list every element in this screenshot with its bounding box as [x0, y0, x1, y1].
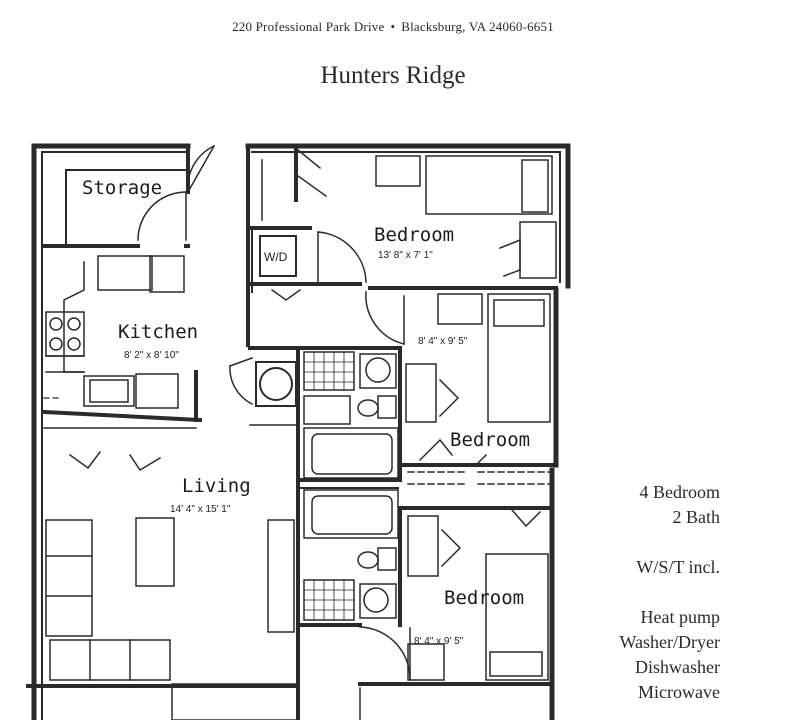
- storage-label: Storage: [82, 177, 162, 199]
- bedroom-2-furniture: [405, 293, 551, 485]
- living-dims: 14' 4" x 15' 1": [170, 504, 231, 515]
- bedroom-2-label: Bedroom: [450, 429, 530, 451]
- kitchen-label: Kitchen: [118, 321, 198, 343]
- address-city: Blacksburg, VA 24060-6651: [401, 19, 554, 34]
- wd-label: W/D: [264, 250, 288, 264]
- storage-walls: [65, 169, 187, 245]
- bedroom-count: 4 Bedroom: [639, 482, 721, 502]
- amenity-dishwasher: Dishwasher: [635, 657, 720, 677]
- bullet-separator: •: [390, 19, 396, 34]
- amenity-heat-pump: Heat pump: [640, 607, 720, 627]
- bedroom-1-dims: 13' 8" x 7' 1": [378, 250, 433, 261]
- property-title: Hunters Ridge: [320, 62, 466, 89]
- utilities-included: W/S/T incl.: [636, 557, 720, 577]
- stove-burners: [49, 317, 81, 351]
- bedroom-2-dims: 8' 4" x 9' 5": [418, 336, 468, 347]
- kitchen-counters: [45, 255, 185, 409]
- living-label: Living: [182, 475, 251, 497]
- door-swings: [68, 144, 542, 720]
- bedroom-1-furniture: [261, 155, 557, 279]
- living-furniture: [43, 427, 299, 720]
- bath-count: 2 Bath: [672, 507, 721, 527]
- bedroom-3-dims: 8' 4" x 9' 5": [414, 636, 464, 647]
- exterior-walls: [31, 143, 571, 720]
- bathroom-1: [303, 351, 399, 479]
- bedroom-1-label: Bedroom: [374, 224, 454, 246]
- kitchen-dims: 8' 2" x 8' 10": [124, 350, 179, 361]
- amenity-microwave: Microwave: [638, 682, 720, 702]
- bathroom-2: [303, 489, 399, 621]
- amenity-washer-dryer: Washer/Dryer: [619, 632, 720, 652]
- property-address: 220 Professional Park Drive • Blacksburg, …: [0, 19, 786, 35]
- interior-walls: [26, 144, 558, 720]
- features-list: 4 Bedroom 2 Bath W/S/T incl. Heat pump W…: [619, 480, 720, 705]
- bedroom-3-label: Bedroom: [444, 587, 524, 609]
- bedroom-3-furniture: [407, 515, 549, 681]
- address-street: 220 Professional Park Drive: [232, 19, 385, 34]
